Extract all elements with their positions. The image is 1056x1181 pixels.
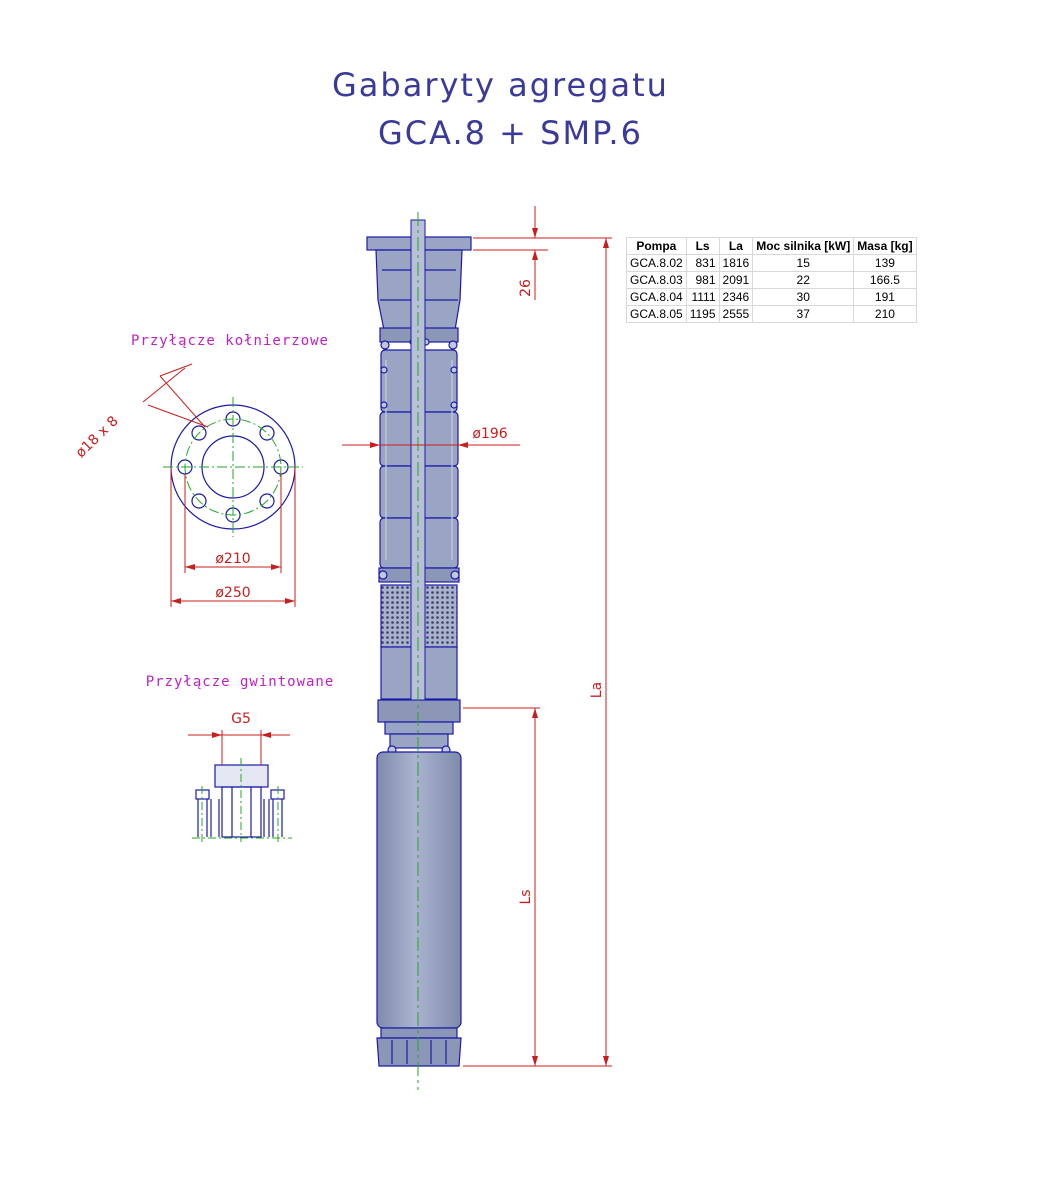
- motor-base: [380, 1027, 458, 1039]
- pump-diameter-label: ø196: [472, 426, 507, 442]
- cell-pompa: GCA.8.05: [626, 305, 687, 323]
- cell-moc: 37: [752, 305, 855, 323]
- flange-connection-title: Przyłącze kołnierzowe: [131, 333, 329, 349]
- cell-moc: 22: [752, 271, 855, 289]
- cell-ls: 831: [685, 254, 720, 272]
- cell-moc: 15: [752, 254, 855, 272]
- ls-dimension-label: Ls: [518, 889, 534, 904]
- cell-la: 2091: [718, 271, 754, 289]
- cell-ls: 981: [685, 271, 720, 289]
- flange-diameter-label: ø250: [215, 585, 250, 601]
- motor-body: [376, 751, 462, 1029]
- cell-pompa: GCA.8.04: [626, 288, 687, 306]
- header-ls: Ls: [685, 237, 720, 255]
- bolt-circle-label: ø210: [215, 551, 250, 567]
- bolt-hole: [259, 493, 275, 509]
- cell-masa: 191: [853, 288, 917, 306]
- specs-table: Pompa Ls La Moc silnika [kW] Masa [kg] G…: [626, 237, 917, 323]
- cell-ls: 1195: [685, 305, 720, 323]
- threaded-connection-title: Przyłącze gwintowane: [146, 674, 335, 690]
- cell-masa: 139: [853, 254, 917, 272]
- bolt-holes-label: ø18 x 8: [73, 413, 122, 461]
- diagram-title-line2: GCA.8 + SMP.6: [378, 114, 643, 152]
- thread-size-label: G5: [231, 711, 251, 727]
- header-pompa: Pompa: [626, 237, 687, 255]
- table-row: GCA.8.02 831 1816 15 139: [626, 254, 917, 272]
- table-header-row: Pompa Ls La Moc silnika [kW] Masa [kg]: [626, 237, 917, 255]
- threaded-view: [195, 764, 285, 838]
- table-row: GCA.8.05 1195 2555 37 210: [626, 305, 917, 323]
- cell-la: 1816: [718, 254, 754, 272]
- table-row: GCA.8.03 981 2091 22 166.5: [626, 271, 917, 289]
- bolt-hole: [191, 425, 207, 441]
- la-dimension-label: La: [589, 682, 605, 698]
- header-la: La: [718, 237, 754, 255]
- cell-pompa: GCA.8.02: [626, 254, 687, 272]
- bolt-hole: [259, 425, 275, 441]
- header-masa: Masa [kg]: [853, 237, 917, 255]
- cell-pompa: GCA.8.03: [626, 271, 687, 289]
- flange-thickness-label: 26: [518, 279, 534, 297]
- cell-la: 2555: [718, 305, 754, 323]
- header-moc-silnika: Moc silnika [kW]: [752, 237, 855, 255]
- cell-moc: 30: [752, 288, 855, 306]
- diagram-title-line1: Gabaryty agregatu: [332, 66, 669, 104]
- bolt-hole: [191, 493, 207, 509]
- pump-dimensions: [342, 206, 612, 1067]
- cell-masa: 210: [853, 305, 917, 323]
- cell-masa: 166.5: [853, 271, 917, 289]
- table-row: GCA.8.04 1111 2346 30 191: [626, 288, 917, 306]
- cell-ls: 1111: [685, 288, 720, 306]
- cell-la: 2346: [718, 288, 754, 306]
